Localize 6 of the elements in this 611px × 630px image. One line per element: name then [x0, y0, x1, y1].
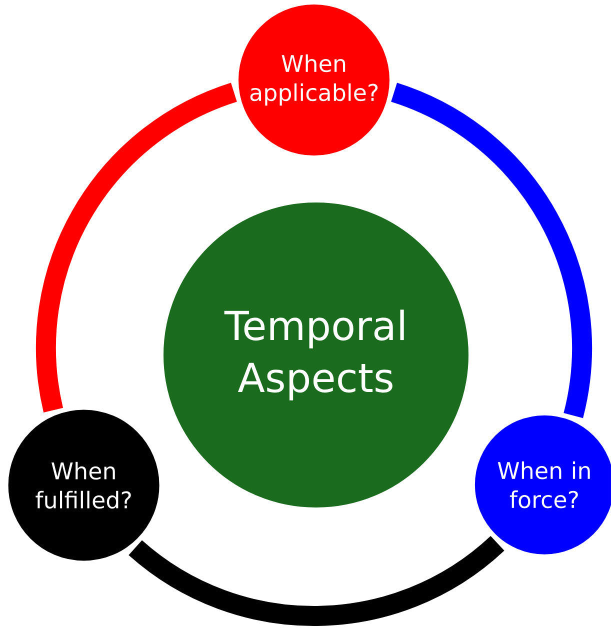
arc-connector: [129, 536, 504, 626]
arc-connector: [390, 82, 592, 418]
circle-node: Temporal Aspects: [158, 198, 474, 512]
arc-connector: [36, 82, 238, 412]
circle-node: When in force?: [470, 410, 611, 560]
circle-node: When fulfilled?: [3, 404, 164, 566]
